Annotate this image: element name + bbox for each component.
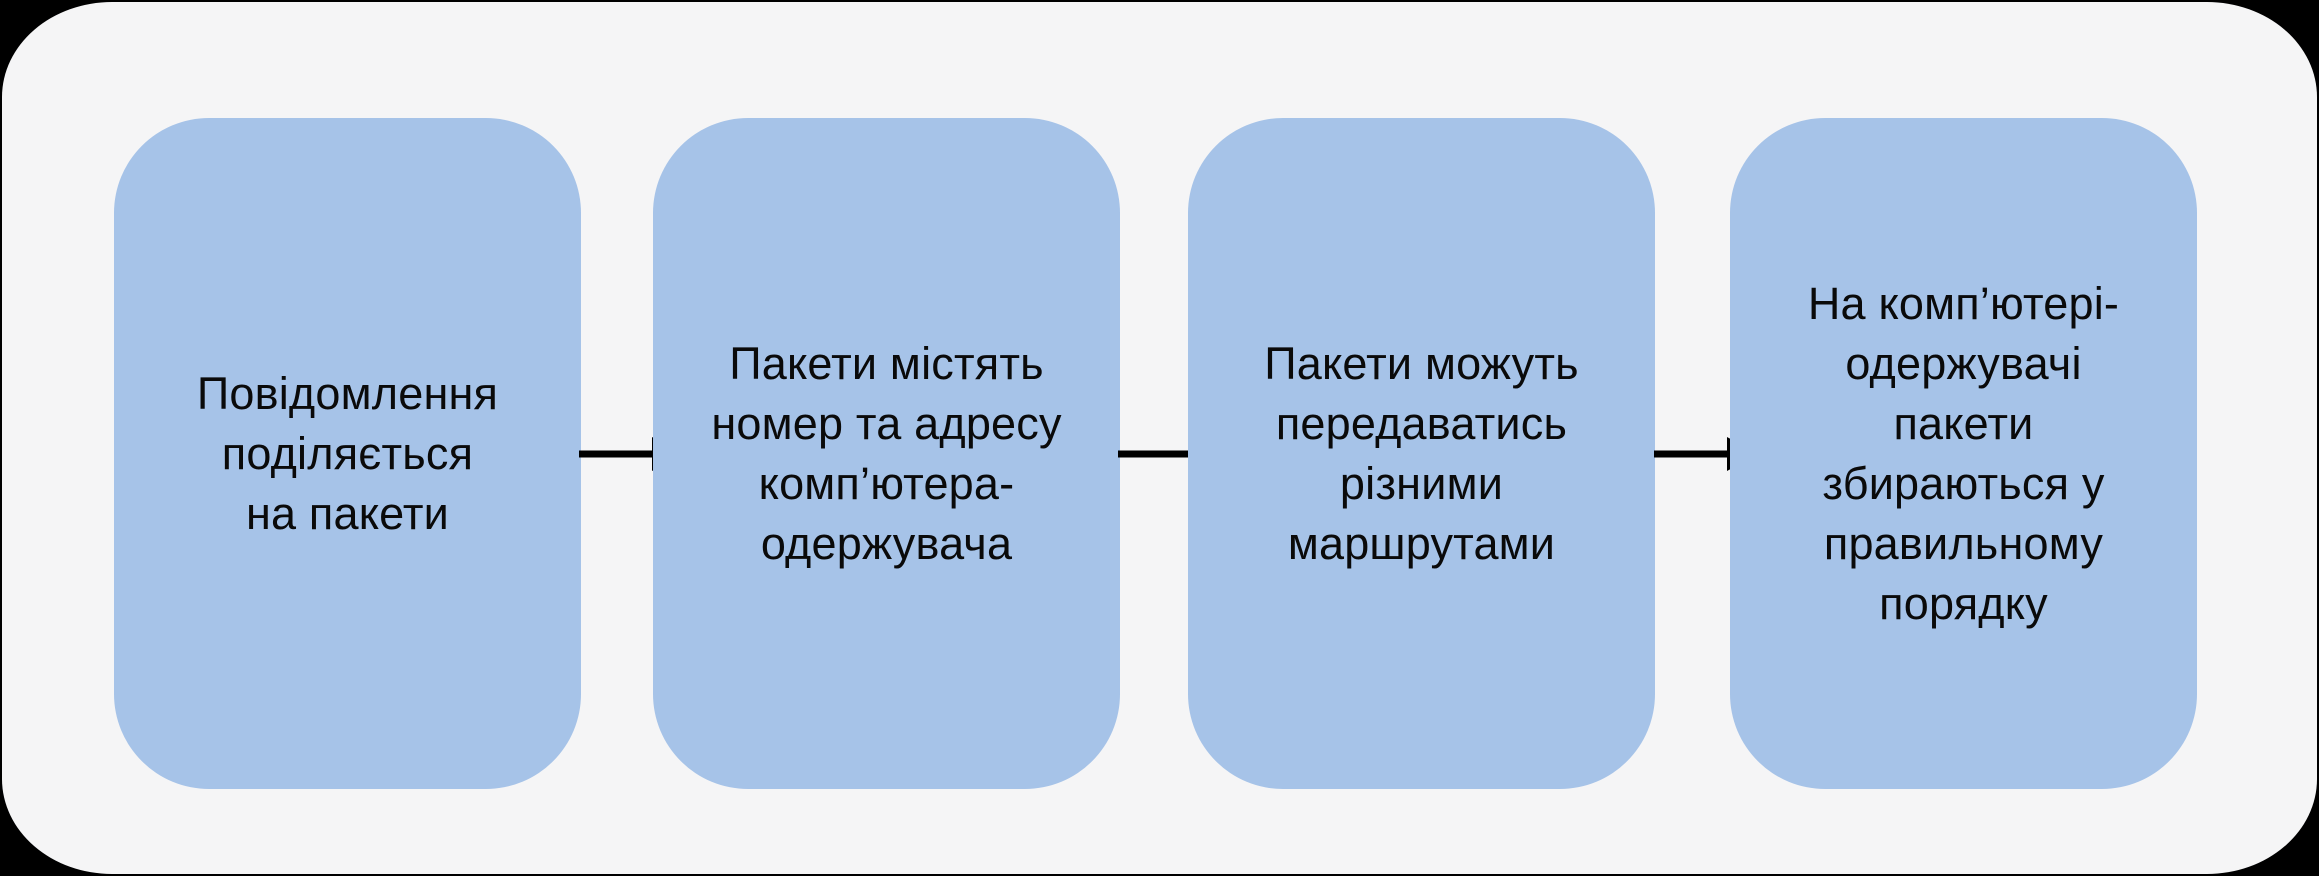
flow-step-3: Пакети можуть передаватись різними маршр… [1188, 118, 1655, 789]
flow-step-4-label: На комп’ютері- одержувачі пакети збирают… [1807, 277, 2120, 629]
flow-step-1-label: Повідомлення поділяється на пакети [196, 367, 499, 539]
flow-step-4: На комп’ютері- одержувачі пакети збирают… [1730, 118, 2197, 789]
flow-step-1: Повідомлення поділяється на пакети [114, 118, 581, 789]
flow-step-2: Пакети містять номер та адресу комп’ютер… [653, 118, 1120, 789]
flow-step-3-label: Пакети можуть передаватись різними маршр… [1264, 337, 1579, 569]
flow-step-2-label: Пакети містять номер та адресу комп’ютер… [711, 337, 1062, 569]
